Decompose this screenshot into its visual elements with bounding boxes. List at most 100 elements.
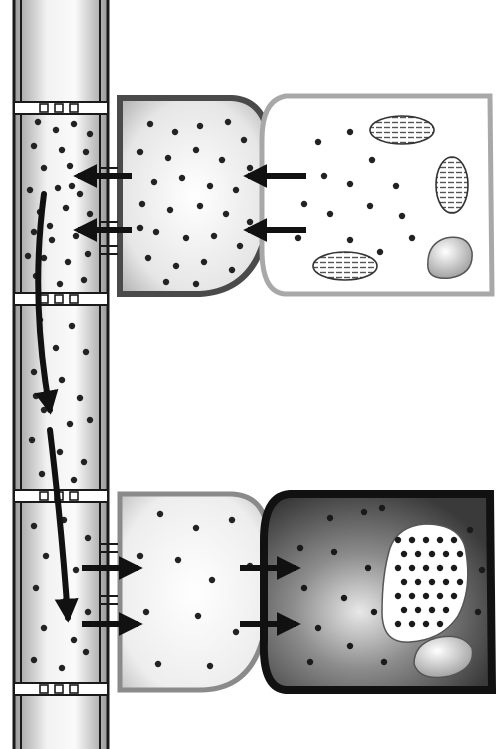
companion-cell-solute: [143, 609, 149, 615]
phloem-solute: [71, 121, 77, 127]
phloem-solute: [41, 165, 47, 171]
phloem-solute: [87, 211, 93, 217]
phloem-solute: [73, 567, 79, 573]
phloem-solute: [31, 523, 37, 529]
source-cell-solute: [327, 211, 333, 217]
phloem-solute: [41, 255, 47, 261]
phloem-solute: [71, 477, 77, 483]
vacuole-solute: [437, 593, 443, 599]
chloroplast: [313, 252, 377, 280]
companion-cell-solute: [195, 613, 201, 619]
source-companion-cell-membrane: [120, 98, 270, 294]
companion-cell-solute: [211, 233, 217, 239]
sink-companion-cell: [101, 494, 268, 690]
phloem-solute: [63, 205, 69, 211]
vacuole-solute: [409, 565, 415, 571]
vacuole-solute: [443, 607, 449, 613]
vacuole-solute: [437, 565, 443, 571]
vacuole-solute: [443, 579, 449, 585]
vacuole-solute: [395, 537, 401, 543]
sink-cell-solute: [381, 659, 387, 665]
sink-cell-solute: [307, 659, 313, 665]
phloem-solute: [49, 237, 55, 243]
sieve-plate: [14, 293, 108, 305]
vacuole-solute: [401, 551, 407, 557]
source-cell-solute: [409, 235, 415, 241]
chloroplast: [436, 157, 468, 213]
phloem-solute: [55, 185, 61, 191]
vacuole-solute: [423, 621, 429, 627]
companion-cell-solute: [137, 149, 143, 155]
phloem-solute: [31, 229, 37, 235]
sink-cell-solute: [365, 565, 371, 571]
sink-companion-cell-membrane: [120, 494, 268, 690]
phloem-solute: [57, 281, 63, 287]
phloem-solute: [87, 417, 93, 423]
companion-cell-solute: [163, 279, 169, 285]
sink-cell-solute: [347, 643, 353, 649]
sieve-plate: [14, 683, 108, 695]
vacuole-solute: [437, 537, 443, 543]
companion-cell-solute: [223, 211, 229, 217]
phloem-solute: [85, 251, 91, 257]
sink-cell-solute: [341, 595, 347, 601]
companion-cell-solute: [172, 129, 178, 135]
phloem-solute: [69, 183, 75, 189]
vacuole-solute: [437, 621, 443, 627]
phloem-solute: [85, 535, 91, 541]
phloem-solute: [31, 143, 37, 149]
phloem-solute: [43, 553, 49, 559]
vacuole-solute: [415, 551, 421, 557]
phloem-solute: [83, 349, 89, 355]
vacuole-solute: [401, 607, 407, 613]
companion-cell-solute: [209, 577, 215, 583]
source-cell-solute: [347, 181, 353, 187]
phloem-solute: [67, 421, 73, 427]
companion-cell-solute: [151, 179, 157, 185]
sieve-plate: [14, 102, 108, 114]
source-cell-solute: [321, 173, 327, 179]
phloem-solute: [47, 223, 53, 229]
vacuole-solute: [429, 607, 435, 613]
source-cell-solute: [399, 213, 405, 219]
vacuole-solute: [423, 565, 429, 571]
companion-cell-solute: [193, 281, 199, 287]
phloem-solute: [53, 127, 59, 133]
vacuole-solute: [451, 565, 457, 571]
phloem-solute: [81, 459, 87, 465]
phloem-solute: [59, 377, 65, 383]
phloem-solute: [83, 649, 89, 655]
phloem-solute: [85, 609, 91, 615]
sieve-plate: [14, 490, 108, 502]
companion-cell-solute: [183, 235, 189, 241]
phloem-solute: [81, 277, 87, 283]
source-cell-solute: [295, 235, 301, 241]
vacuole-solute: [409, 593, 415, 599]
companion-cell-solute: [219, 157, 225, 163]
phloem-solute: [71, 637, 77, 643]
vacuole-solute: [429, 579, 435, 585]
companion-cell-solute: [229, 267, 235, 273]
source-cell-solute: [377, 249, 383, 255]
companion-cell-solute: [139, 201, 145, 207]
phloem-solute: [27, 187, 33, 193]
sink-cell-solute: [479, 567, 485, 573]
phloem-solute: [39, 471, 45, 477]
vacuole-solute: [409, 621, 415, 627]
vacuole-solute: [415, 579, 421, 585]
companion-cell-solute: [201, 259, 207, 265]
vacuole-solute: [401, 579, 407, 585]
companion-cell-solute: [153, 229, 159, 235]
phloem-solute: [73, 233, 79, 239]
sink-cell-solute: [475, 609, 481, 615]
vacuole-solute: [395, 593, 401, 599]
vacuole-solute: [457, 551, 463, 557]
source-companion-cell: [101, 98, 270, 294]
source-cell-solute: [301, 201, 307, 207]
phloem-solute: [59, 147, 65, 153]
sink-cell-solute: [301, 585, 307, 591]
companion-cell-solute: [237, 243, 243, 249]
vacuole-solute: [451, 537, 457, 543]
phloem-solute: [25, 253, 31, 259]
